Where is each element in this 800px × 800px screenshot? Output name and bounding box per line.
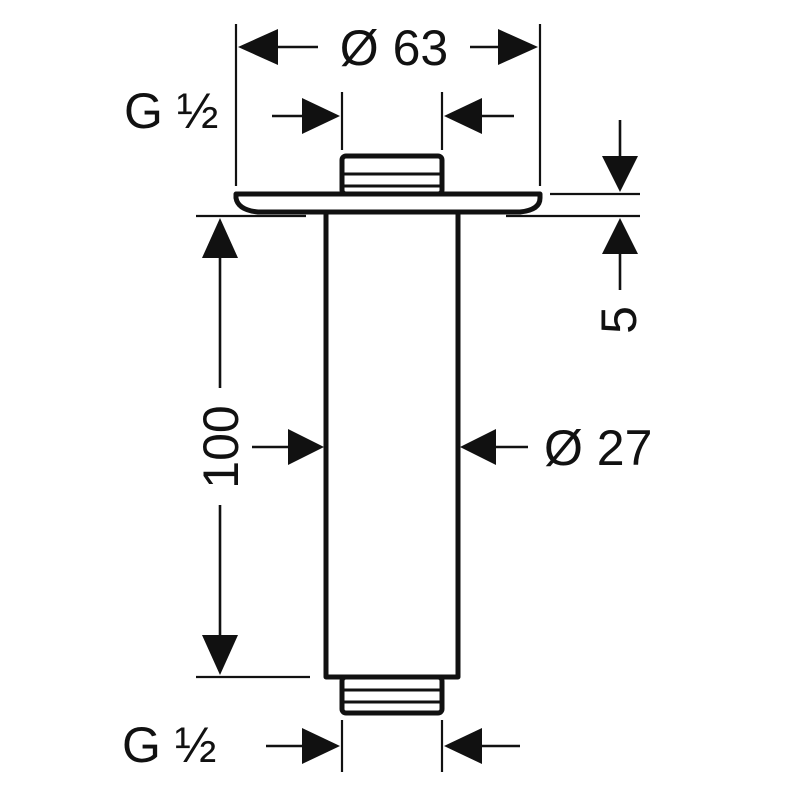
dimension-length: 100	[193, 214, 310, 679]
tube-diameter-label: Ø 27	[544, 420, 652, 476]
arrow-left	[444, 728, 482, 764]
shower-arm-part	[233, 153, 543, 716]
arrow-left	[238, 29, 278, 65]
plate-thickness-label: 5	[591, 306, 647, 334]
bottom-thread-label: G ½	[122, 717, 216, 773]
arrow-down	[602, 156, 638, 192]
arrow-down	[202, 635, 238, 675]
arrow-right	[302, 728, 340, 764]
dimension-tube-diameter: Ø 27	[252, 420, 652, 476]
arrow-up	[202, 218, 238, 258]
dimension-outer-diameter: Ø 63	[234, 20, 542, 186]
arrow-left	[444, 98, 482, 134]
dimension-bottom-thread: G ½	[122, 717, 520, 773]
bottom-thread-nipple	[339, 674, 445, 716]
arrow-right	[288, 429, 324, 465]
arrow-right	[498, 29, 538, 65]
arrow-right	[302, 98, 340, 134]
length-label: 100	[193, 405, 249, 488]
top-thread-label: G ½	[124, 83, 218, 139]
cover-plate	[233, 191, 543, 215]
dimension-plate-thickness: 5	[506, 120, 647, 334]
arrow-up	[602, 218, 638, 254]
dimension-top-thread: G ½	[124, 83, 514, 150]
tube-body	[323, 209, 461, 680]
arrow-left	[460, 429, 496, 465]
outer-diameter-label: Ø 63	[340, 20, 448, 76]
